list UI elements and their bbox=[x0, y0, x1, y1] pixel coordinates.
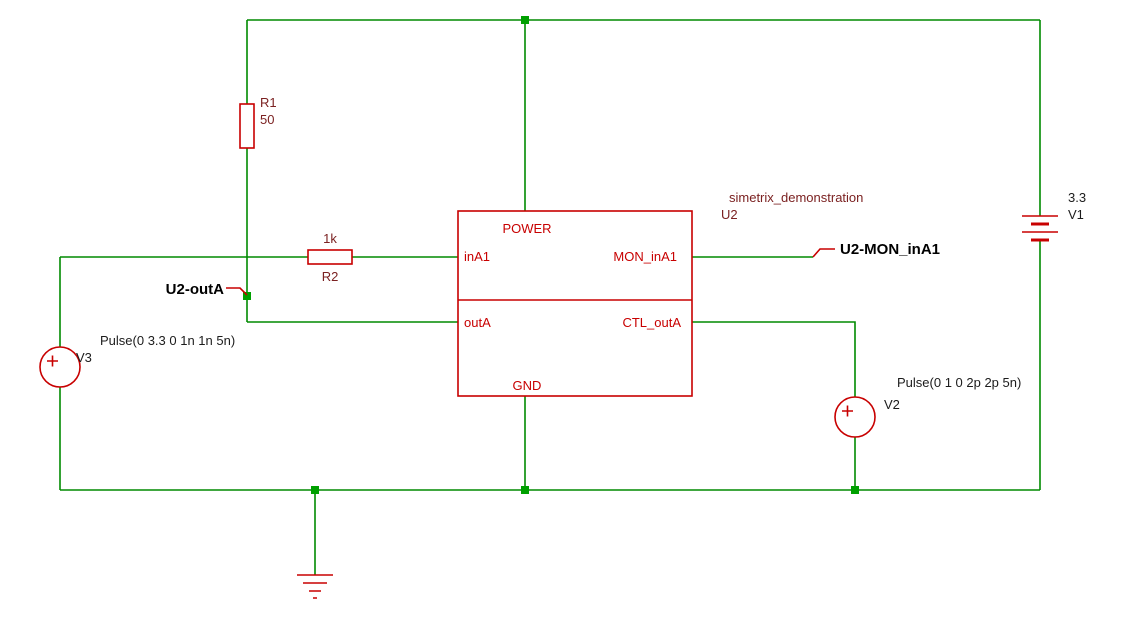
r1-ref-label[interactable]: R1 bbox=[260, 95, 277, 110]
u2-pin-ina1-label: inA1 bbox=[464, 249, 490, 264]
r1-value-label[interactable]: 50 bbox=[260, 112, 274, 127]
u2-pin-mon-ina1-label: MON_inA1 bbox=[613, 249, 677, 264]
junction-dot bbox=[521, 486, 529, 494]
junction-dot bbox=[851, 486, 859, 494]
v2-plus-icon bbox=[842, 405, 853, 417]
junction-dot bbox=[243, 292, 251, 300]
ground-bars bbox=[297, 574, 333, 599]
probe-mon-ina1-label[interactable]: U2-MON_inA1 bbox=[840, 241, 940, 258]
voltage-source-v2-symbol[interactable] bbox=[834, 396, 876, 438]
r2-ref-label[interactable]: R2 bbox=[322, 269, 339, 284]
u2-pin-ctl-outa-label: CTL_outA bbox=[622, 315, 681, 330]
r2-value-label[interactable]: 1k bbox=[323, 231, 337, 246]
battery-v1-symbol[interactable] bbox=[1022, 215, 1058, 242]
probe-mon-ina1-icon[interactable] bbox=[812, 248, 835, 258]
v2-value-label[interactable]: Pulse(0 1 0 2p 2p 5n) bbox=[897, 375, 1021, 390]
v3-body[interactable] bbox=[39, 346, 81, 388]
v1-ref-label[interactable]: V1 bbox=[1068, 207, 1084, 222]
ground-symbol[interactable] bbox=[297, 574, 333, 599]
u2-pin-gnd-label: GND bbox=[513, 378, 542, 393]
junction-dot bbox=[521, 16, 529, 24]
components-layer bbox=[39, 103, 1058, 599]
u2-model-label[interactable]: simetrix_demonstration bbox=[729, 190, 863, 205]
property-labels-layer: R1 50 1k R2 simetrix_demonstration U2 bbox=[260, 95, 863, 284]
v2-ref-label[interactable]: V2 bbox=[884, 397, 900, 412]
v3-value-label[interactable]: Pulse(0 3.3 0 1n 1n 5n) bbox=[100, 333, 235, 348]
resistor-r1-body[interactable] bbox=[239, 103, 255, 149]
resistor-r2-body[interactable] bbox=[307, 249, 353, 265]
wires-layer bbox=[59, 19, 1041, 575]
pin-labels-layer: POWER inA1 MON_inA1 outA CTL_outA GND bbox=[464, 221, 681, 393]
wire-ctl-outa[interactable] bbox=[692, 321, 856, 397]
probe-outa-label[interactable]: U2-outA bbox=[166, 281, 224, 298]
probe-outa-icon[interactable] bbox=[226, 287, 248, 296]
voltage-source-v3-symbol[interactable] bbox=[39, 346, 81, 388]
u2-pin-power-label: POWER bbox=[502, 221, 551, 236]
junctions-layer bbox=[243, 16, 859, 494]
u2-pin-outa-label: outA bbox=[464, 315, 491, 330]
u2-ref-label[interactable]: U2 bbox=[721, 207, 738, 222]
v2-body[interactable] bbox=[834, 396, 876, 438]
ic-u2-symbol[interactable] bbox=[457, 210, 693, 397]
v3-plus-icon bbox=[47, 355, 58, 367]
junction-dot bbox=[311, 486, 319, 494]
u2-box[interactable] bbox=[457, 210, 693, 397]
v1-value-label[interactable]: 3.3 bbox=[1068, 190, 1086, 205]
source-labels-layer: Pulse(0 3.3 0 1n 1n 5n) V3 Pulse(0 1 0 2… bbox=[76, 190, 1086, 412]
probe-labels-layer: U2-outA U2-MON_inA1 bbox=[166, 241, 940, 298]
v3-ref-label[interactable]: V3 bbox=[76, 350, 92, 365]
